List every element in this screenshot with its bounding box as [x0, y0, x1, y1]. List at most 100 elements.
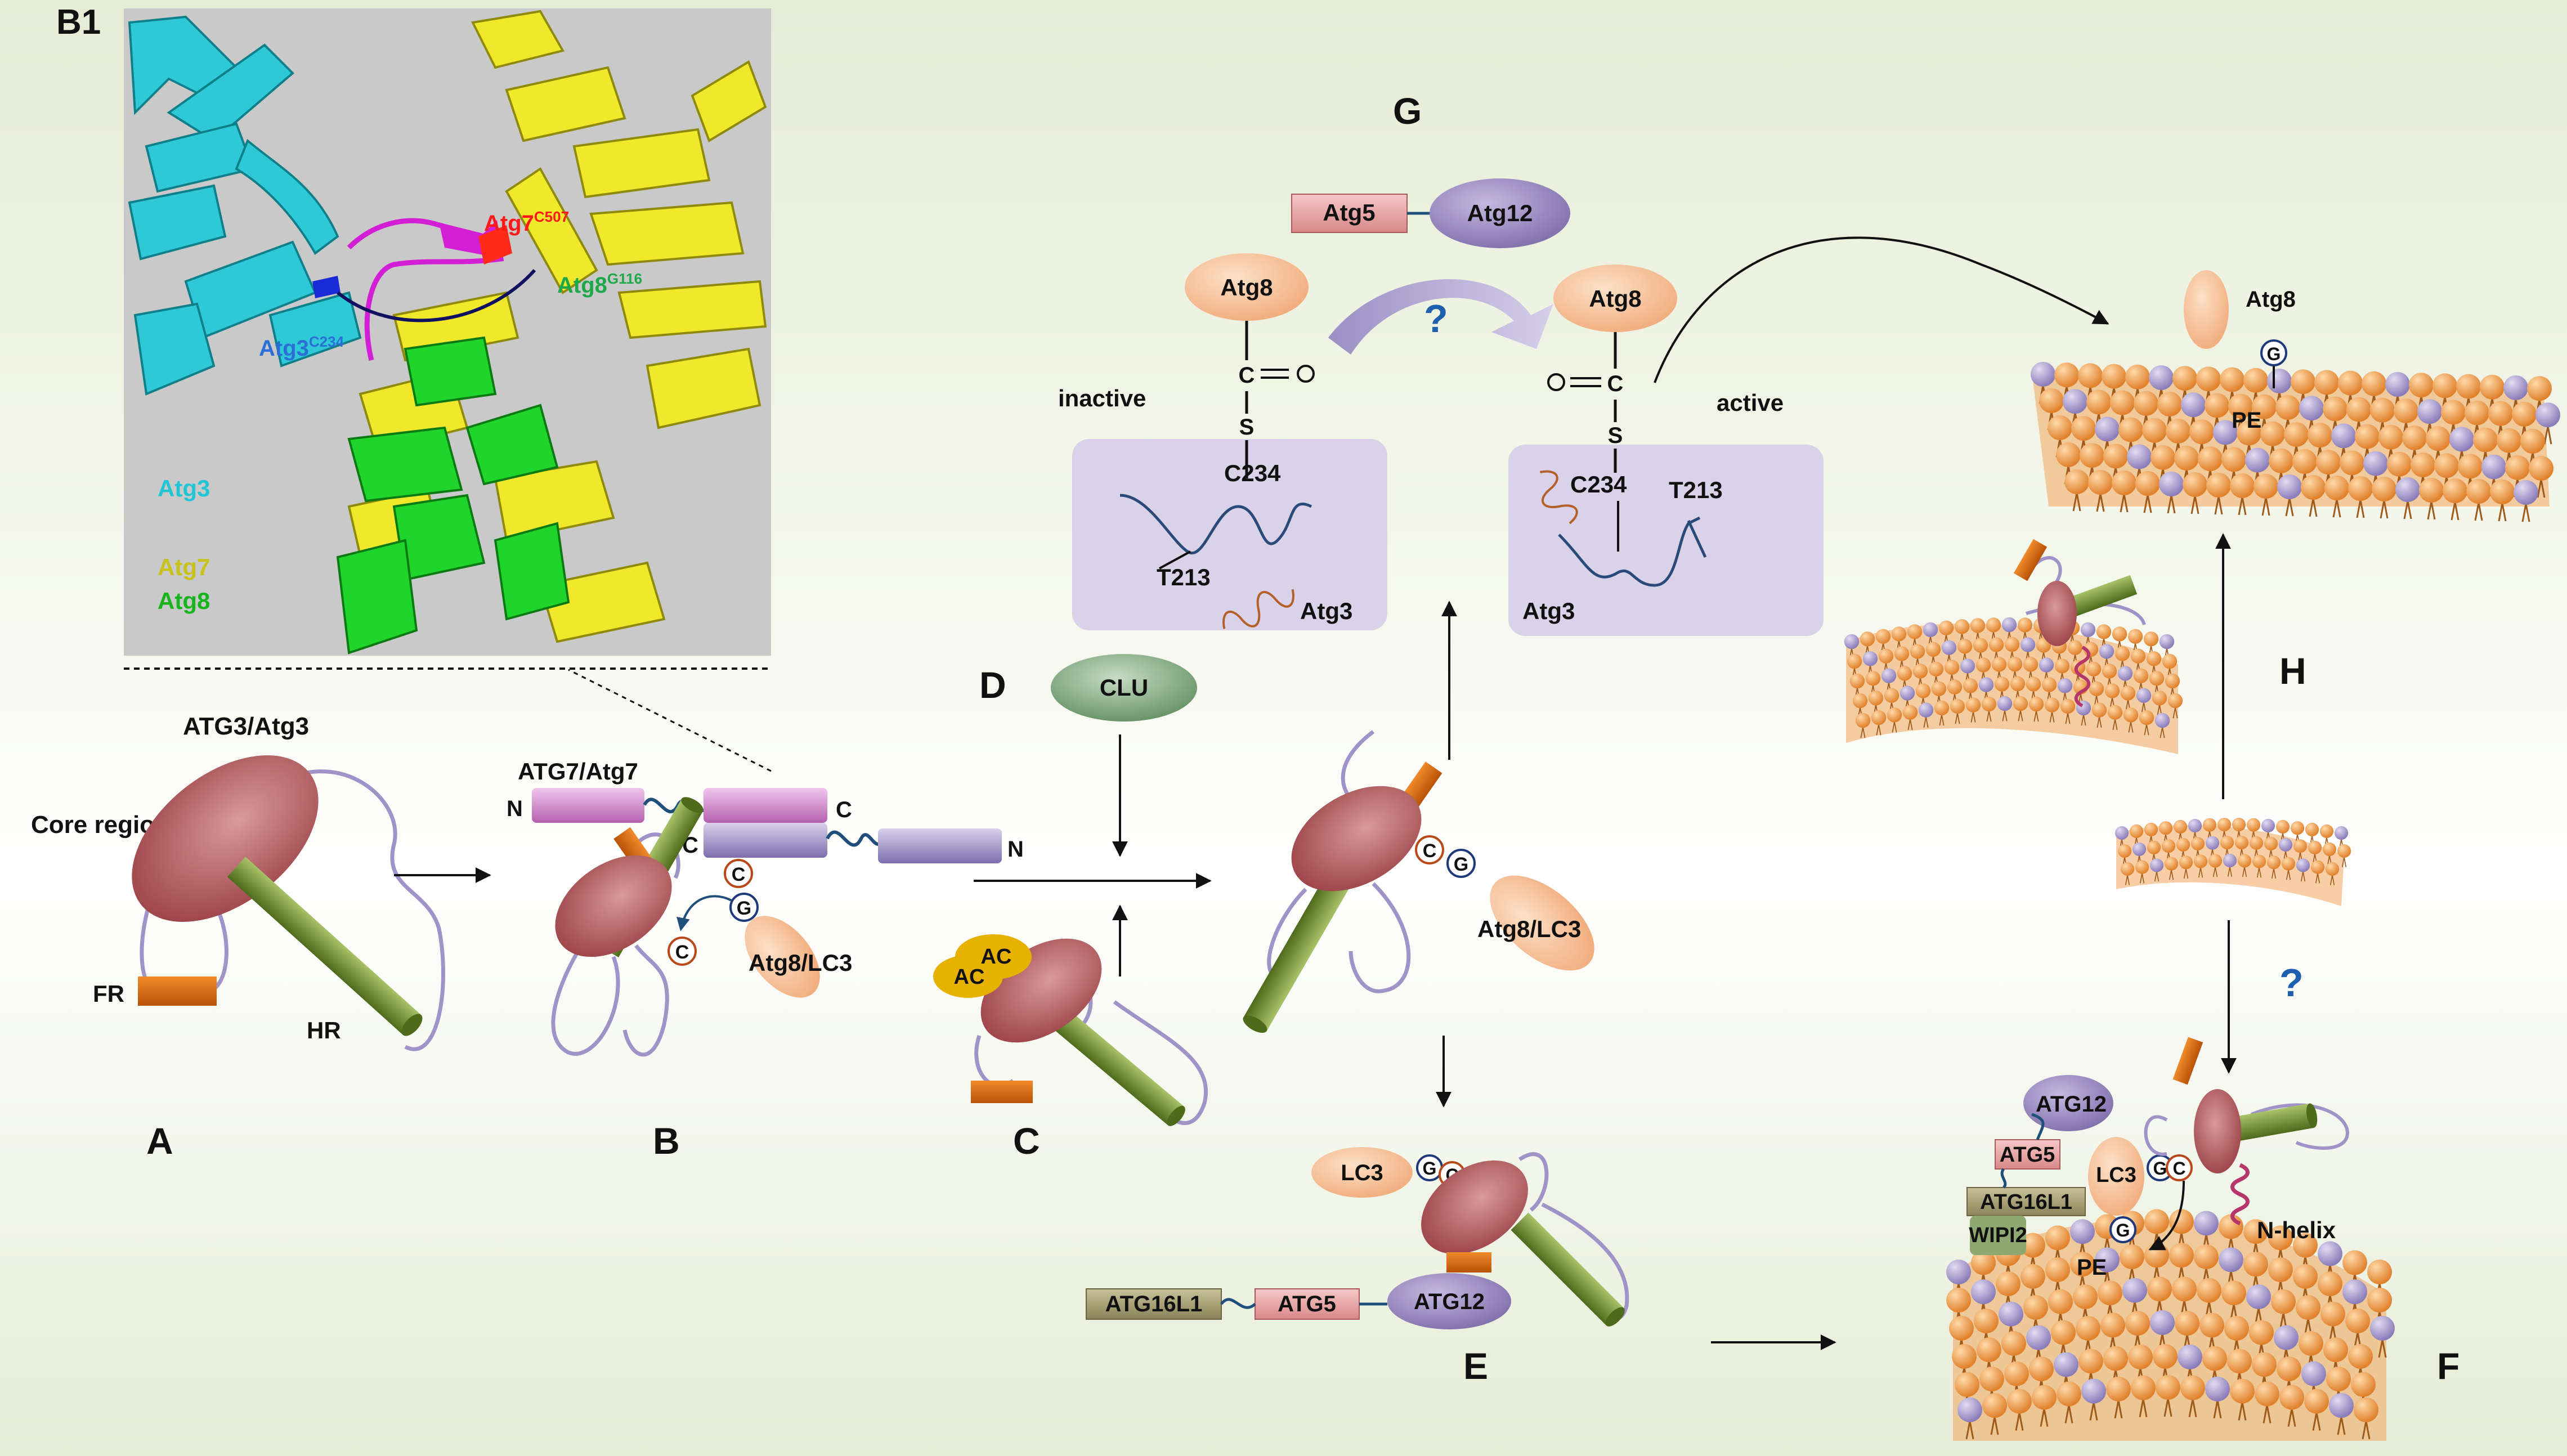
atg12-e: [1387, 1273, 1511, 1329]
atg3-cys234-site: [312, 276, 341, 298]
atg3-helix-c: [1038, 998, 1185, 1126]
n-helix-label-f: N-helix: [2257, 1217, 2336, 1243]
membrane-h: [2030, 361, 2561, 523]
panel-a-title: ATG3/Atg3: [183, 713, 309, 740]
atg8-label-inactive: Atg8: [1220, 274, 1273, 301]
atg8-ribbon: [336, 336, 570, 655]
atg7-cys-text-b: C: [732, 864, 746, 885]
atg3-backbone-inactive: [1119, 494, 1312, 555]
atg3-core-e: [1421, 1160, 1528, 1255]
membrane-f: [1945, 1208, 2396, 1441]
gly-text-f: G: [2153, 1158, 2167, 1179]
atg3-handle-helix: [227, 857, 423, 1036]
atg8-label-active: Atg8: [1589, 285, 1641, 312]
panel-a-letter: A: [146, 1120, 173, 1162]
atg3-loop: [347, 218, 504, 361]
panel-d: D CLU C G Atg8/LC3: [974, 601, 1594, 1108]
atg8-active: [1553, 265, 1677, 332]
c234-label-active: C234: [1570, 471, 1627, 498]
atg8-lc3-label-b: Atg8/LC3: [749, 949, 852, 976]
atg3-loop-f1: [2144, 1115, 2168, 1156]
atg8-gly-circle-b: [729, 893, 759, 922]
atg3-core-b: [555, 855, 672, 957]
fr-label: FR: [93, 980, 124, 1007]
wipi2-f: [1970, 1216, 2026, 1255]
ac-blob-2: [933, 955, 1003, 998]
atg8-h: [2184, 270, 2229, 349]
panel-g-letter: G: [1393, 90, 1422, 132]
clu-protein: [1051, 654, 1197, 722]
gly-pe-text-f: G: [2116, 1220, 2130, 1240]
atg16l1-e: [1086, 1288, 1222, 1320]
atg3-core-h: [2037, 581, 2077, 646]
atg8-g116-label: Atg8G116: [557, 270, 642, 298]
ac-label-2: AC: [954, 965, 985, 989]
atg7-n-label-2: N: [1007, 837, 1024, 862]
c-label-active: C: [1607, 371, 1624, 396]
atg5-atg12-link-f: [2031, 1113, 2045, 1140]
panel-f-letter: F: [2437, 1345, 2460, 1387]
t213-label-active: T213: [1669, 477, 1723, 503]
atg5-atg16-link-f: [2000, 1168, 2007, 1189]
atg3-coil-active: [1539, 470, 1578, 525]
legend-atg8: Atg8: [158, 588, 210, 614]
atg3-ribbon: [128, 15, 362, 396]
atg5-label-f: ATG5: [2000, 1143, 2055, 1167]
atg8-inactive: [1185, 253, 1309, 321]
zoom-connector: [568, 669, 772, 772]
atg3-coil-inactive: [1222, 589, 1294, 629]
inactive-label: inactive: [1058, 385, 1146, 411]
legend-atg7: Atg7: [158, 554, 210, 580]
atg3-helix-d: [1243, 871, 1351, 1033]
activation-arc-arrow: [1328, 279, 1553, 355]
panel-a: ATG3/Atg3 Core region FR HR A: [31, 713, 445, 1162]
atg16l1-label-e: ATG16L1: [1105, 1292, 1203, 1316]
atg3-label-inactive: Atg3: [1300, 598, 1352, 624]
membrane-side: [1843, 616, 2184, 754]
atg3-loop-b1: [551, 921, 620, 1056]
atg3-cys-text-b: C: [675, 942, 689, 963]
atg5-e: [1255, 1288, 1360, 1320]
atg8-gly-text-b: G: [737, 898, 751, 919]
c234-label-inactive: C234: [1224, 460, 1281, 486]
s-label-inactive: S: [1239, 415, 1255, 440]
atg7-bar-n2: [878, 828, 1002, 863]
atg7-linker-2: [826, 830, 879, 847]
atg3-loop-f2: [2250, 1103, 2349, 1150]
panel-c: AC AC C: [933, 934, 1208, 1162]
atg3-backbone-active: [1558, 516, 1701, 587]
question-mark-h: ?: [2279, 961, 2304, 1005]
n-helix-h: [2074, 646, 2091, 707]
atg7-cys-circle-b: [724, 859, 753, 888]
atg3-box-inactive: [1072, 439, 1387, 630]
panel-e-letter: E: [1463, 1345, 1488, 1387]
t213-pointer-inactive: [1159, 550, 1191, 570]
panel-b: ATG7/Atg7 N C C N C C G Atg8/LC3: [507, 758, 1024, 1162]
atg7-helix-magenta: [439, 222, 490, 256]
cys-circle-f: [2166, 1154, 2193, 1181]
atg12-label-f: ATG12: [2036, 1092, 2107, 1117]
atg7-bar-n1: [532, 788, 644, 823]
c-label-inactive: C: [1239, 363, 1255, 388]
lc3-e: [1311, 1147, 1413, 1198]
atg8-lc3-label-d: Atg8/LC3: [1477, 916, 1581, 942]
atg12-f: [2023, 1075, 2113, 1131]
atg7-ribbon: [347, 10, 767, 643]
hr-label: HR: [307, 1017, 341, 1043]
gly-pe-circle-f: [2109, 1216, 2136, 1243]
transfer-arrow-b: [677, 895, 732, 931]
atg12-label-g: Atg12: [1467, 200, 1533, 226]
atg12-label-e: ATG12: [1414, 1289, 1485, 1314]
atg7-cys507-site: [478, 225, 512, 265]
atg3-loop-e2: [1518, 1152, 1549, 1212]
lc3-label-e: LC3: [1341, 1161, 1383, 1185]
pe-label-f: PE: [2077, 1255, 2107, 1280]
t213-label-inactive: T213: [1157, 564, 1211, 590]
atg7-bar-c1: [704, 788, 827, 823]
panel-g: G Atg5 Atg12 ? Atg8 C S inactive C234 T2…: [1058, 90, 2109, 636]
atg7-c-label-1: C: [836, 798, 852, 822]
small-vesicle: [2114, 817, 2351, 906]
atg5-label-g: Atg5: [1323, 199, 1375, 226]
atg5-f: [1995, 1139, 2060, 1170]
